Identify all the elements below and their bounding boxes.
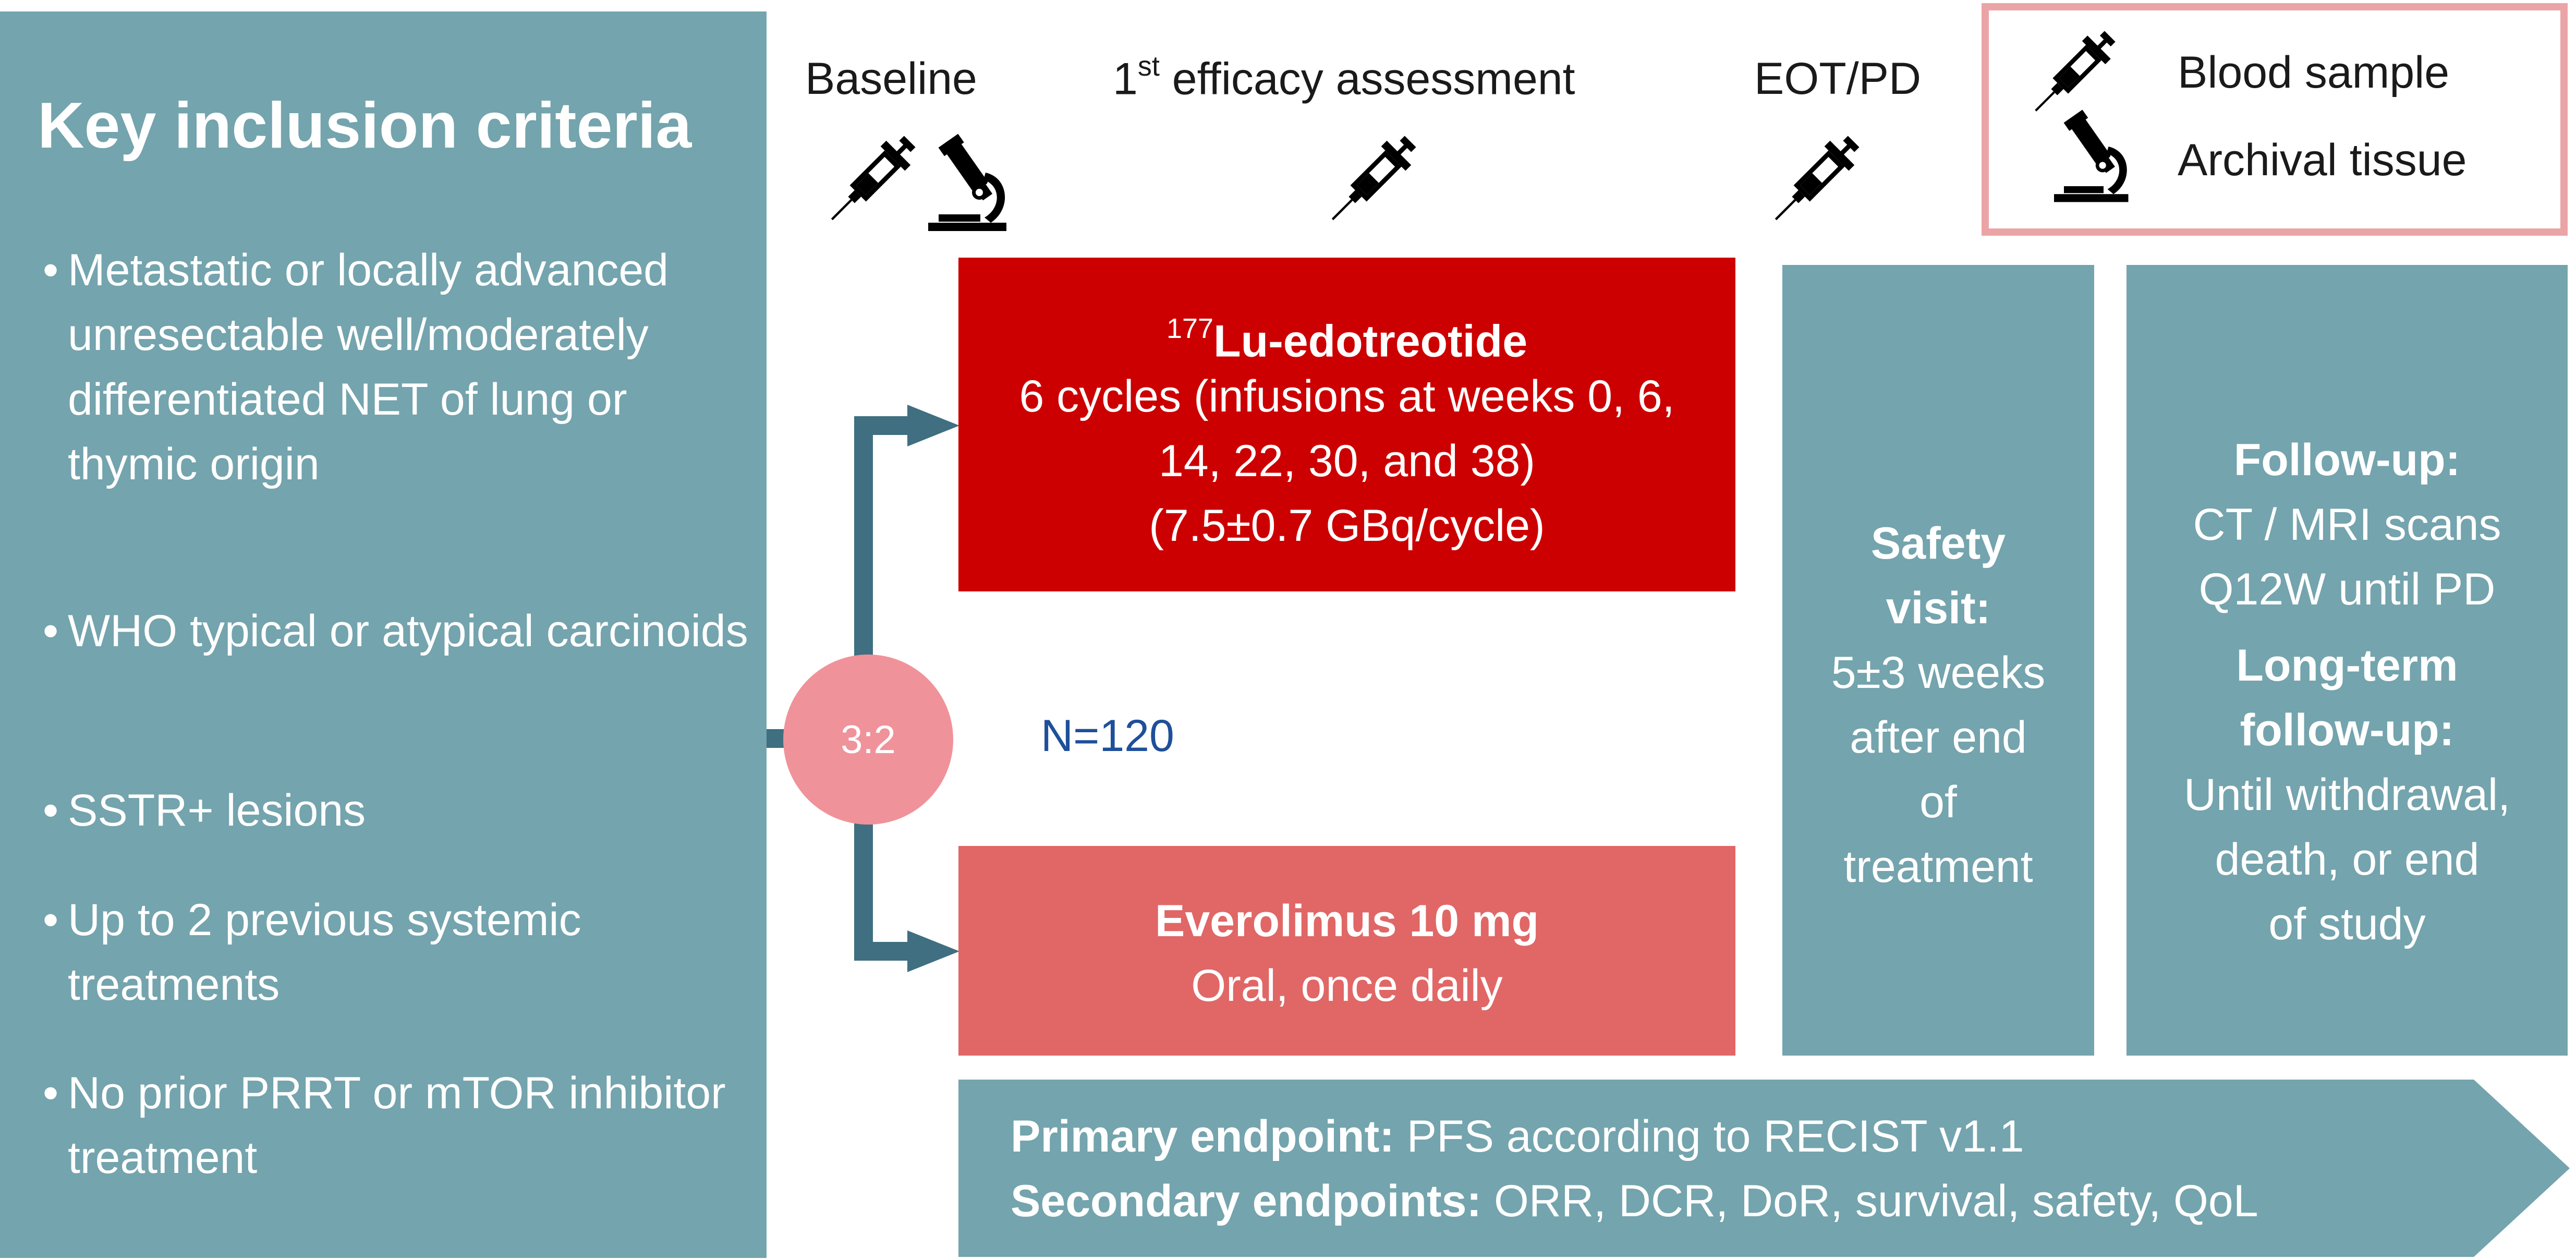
criterion-item: • Up to 2 previous systemic treatments [43, 888, 756, 1017]
followup-line: death, or end [2215, 834, 2480, 885]
syringe-icon [813, 123, 928, 238]
follow-up-column: Follow-up: CT / MRI scans Q12W until PD … [2127, 265, 2568, 1056]
criterion-text: SSTR+ lesions [68, 785, 366, 836]
criterion-item: • WHO typical or atypical carcinoids [43, 599, 756, 663]
lu-edotreotide-arm: 177Lu-edotreotide 6 cycles (infusions at… [958, 258, 1735, 591]
longterm-title: follow-up: [2240, 705, 2455, 755]
safety-title: Safety [1870, 518, 2006, 568]
followup-line: of study [2268, 899, 2426, 949]
safety-line: 5±3 weeks [1831, 648, 2046, 698]
arm-title: Everolimus 10 mg [1155, 896, 1539, 946]
criterion-item: • Metastatic or locally advanced unresec… [43, 238, 756, 497]
syringe-icon [1757, 123, 1872, 238]
baseline-label: Baseline [805, 54, 977, 104]
safety-line: of [1919, 777, 1957, 827]
followup-line: Until withdrawal, [2183, 770, 2511, 820]
longterm-title: Long-term [2236, 640, 2458, 691]
secondary-endpoints: Secondary endpoints: ORR, DCR, DoR, surv… [1011, 1176, 2258, 1226]
inclusion-criteria-panel [0, 11, 767, 1258]
safety-title: visit: [1886, 583, 1991, 633]
safety-visit-column: Safety visit: 5±3 weeks after end of tre… [1782, 265, 2094, 1056]
bullet: • [43, 895, 59, 945]
criterion-text: Up to 2 previous systemic treatments [68, 895, 581, 1010]
criterion-item: • No prior PRRT or mTOR inhibitor treatm… [43, 1061, 756, 1190]
followup-title: Follow-up: [2233, 435, 2461, 485]
criterion-item: • SSTR+ lesions [43, 778, 756, 843]
everolimus-arm: Everolimus 10 mg Oral, once daily [958, 846, 1735, 1056]
legend-tissue-label: Archival tissue [2178, 135, 2467, 185]
bullet: • [43, 245, 59, 295]
first-assessment-label: 1st efficacy assessment [1113, 51, 1575, 104]
arm-line: 14, 22, 30, and 38) [1158, 436, 1535, 486]
arm-line: Oral, once daily [1191, 961, 1503, 1011]
legend-blood-label: Blood sample [2178, 47, 2450, 98]
arm-line: 6 cycles (infusions at weeks 0, 6, [1019, 371, 1675, 421]
bullet: • [43, 1068, 59, 1118]
criterion-text: No prior PRRT or mTOR inhibitor treatmen… [68, 1068, 726, 1183]
eot-label: EOT/PD [1754, 54, 1922, 104]
primary-endpoint: Primary endpoint: PFS according to RECIS… [1011, 1111, 2024, 1161]
inclusion-title: Key inclusion criteria [38, 90, 692, 162]
endpoints-arrow [958, 1080, 2570, 1257]
microscope-icon [2044, 104, 2143, 209]
criterion-text: WHO typical or atypical carcinoids [68, 606, 748, 656]
followup-line: CT / MRI scans [2193, 500, 2501, 550]
followup-line: Q12W until PD [2198, 564, 2496, 614]
bullet: • [43, 606, 59, 656]
criterion-text: Metastatic or locally advanced unresecta… [68, 245, 669, 489]
arm-title: 177Lu-edotreotide [1166, 313, 1528, 367]
syringe-icon [1314, 123, 1429, 238]
arm-line: (7.5±0.7 GBq/cycle) [1149, 501, 1545, 551]
safety-line: treatment [1843, 842, 2033, 892]
randomization-circle: 3:2 [783, 655, 953, 825]
sample-size-label: N=120 [1041, 711, 1174, 761]
bullet: • [43, 785, 59, 836]
microscope-icon [918, 128, 1022, 238]
safety-line: after end [1850, 712, 2027, 762]
